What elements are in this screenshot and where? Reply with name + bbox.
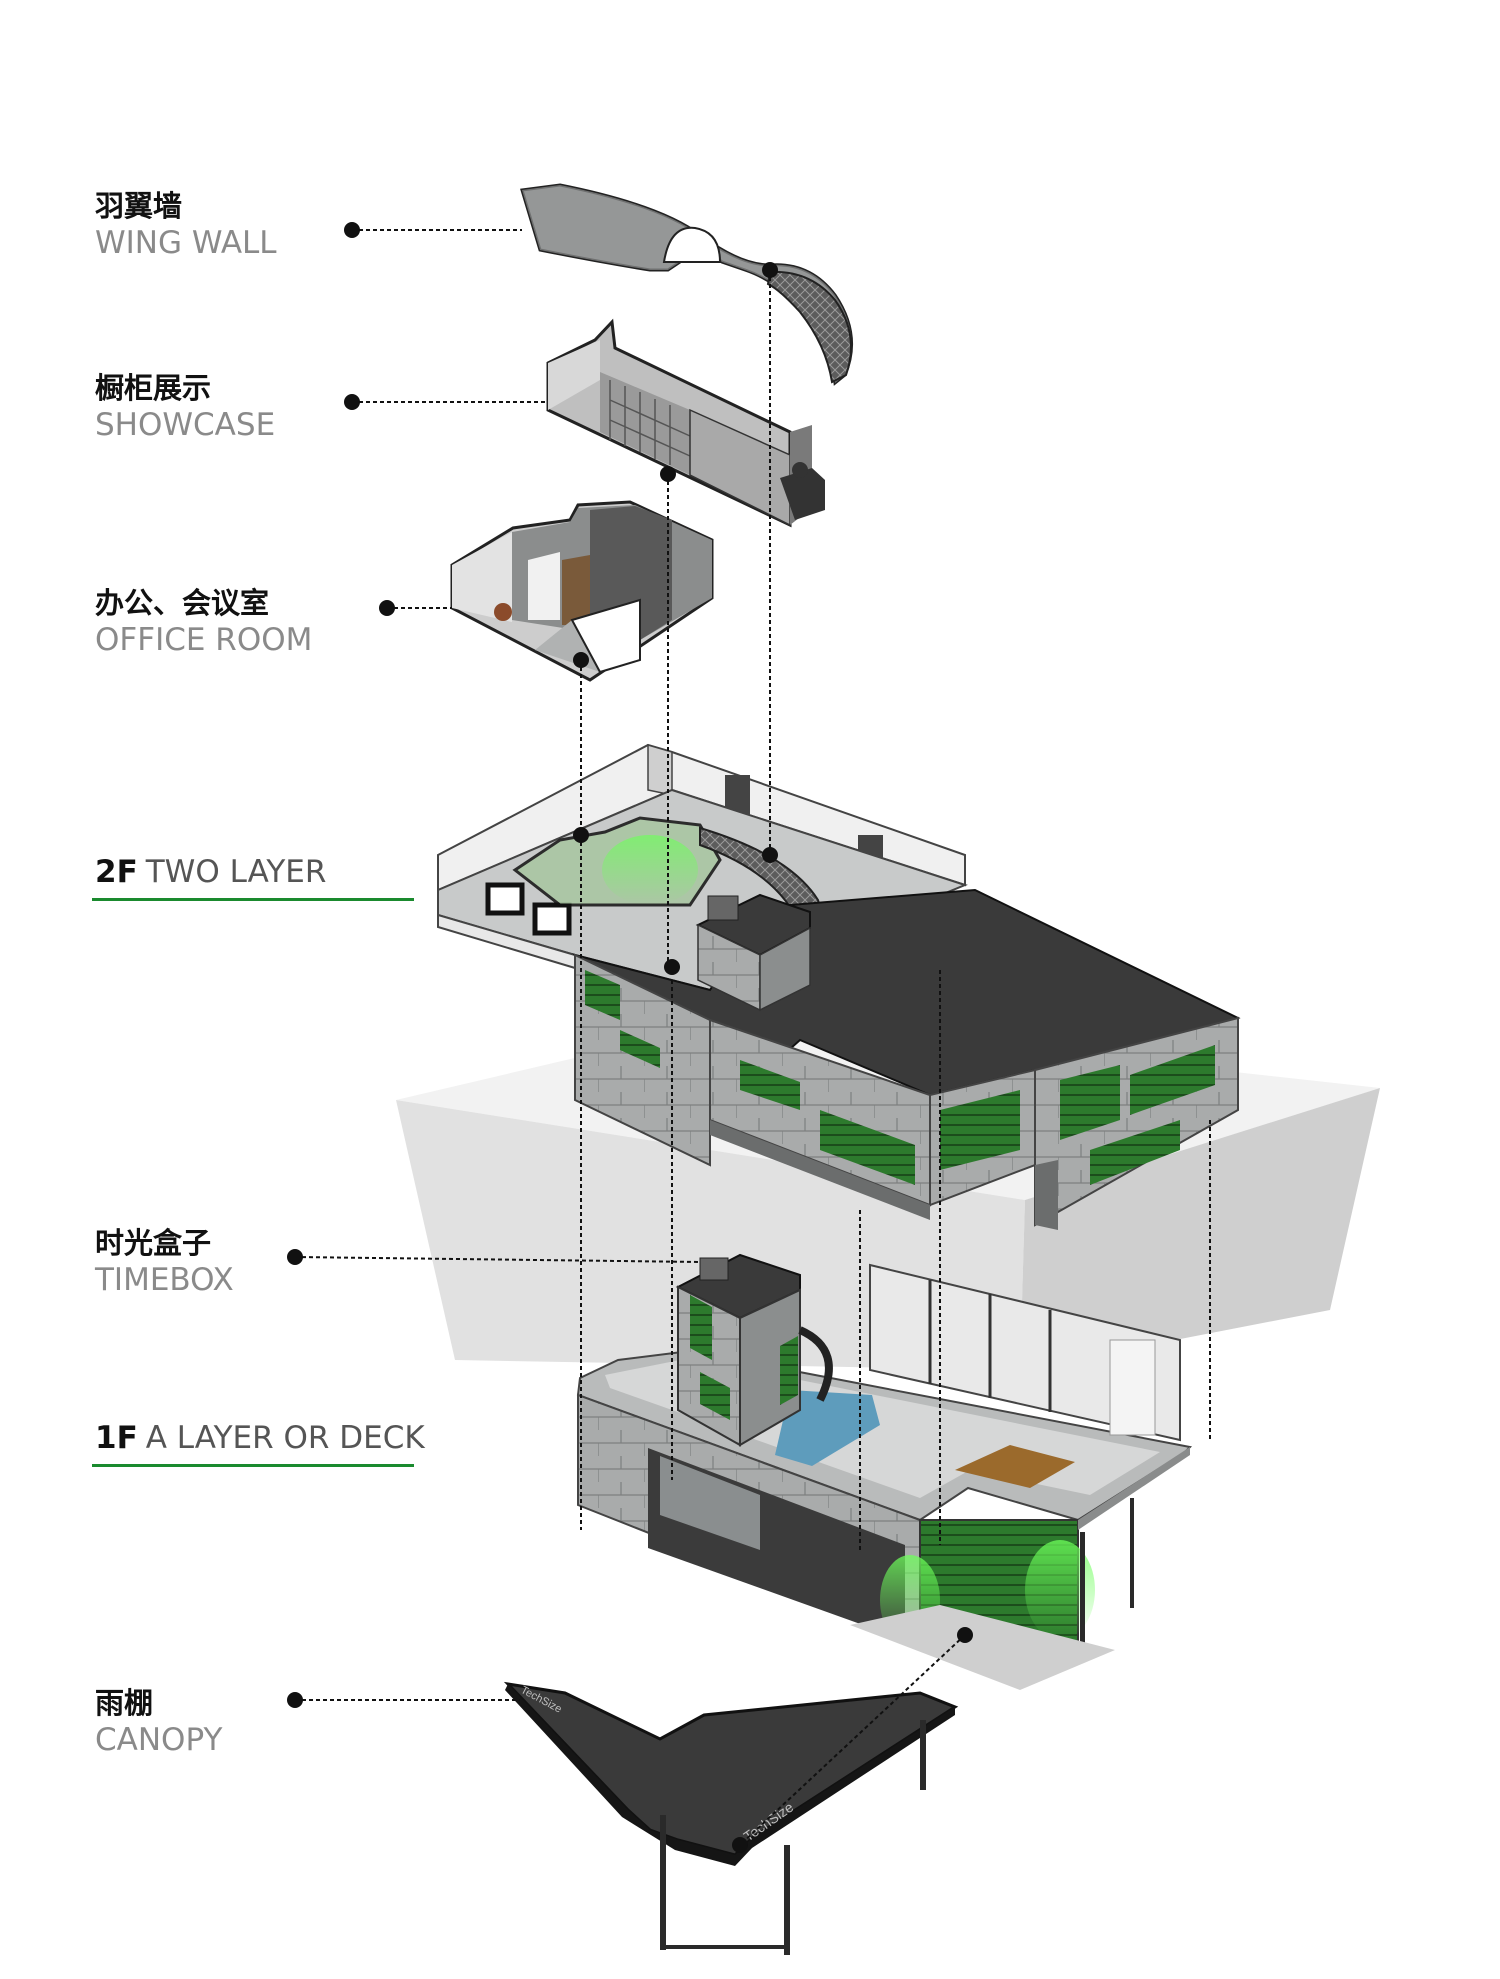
timebox-label-cn: 时光盒子: [95, 1226, 212, 1260]
office-room-label: 办公、会议室 OFFICE ROOM: [95, 585, 312, 659]
timebox-label: 时光盒子 TIMEBOX: [95, 1225, 234, 1299]
showcase-label-en: SHOWCASE: [95, 407, 276, 443]
timebox-label-en: TIMEBOX: [95, 1262, 234, 1298]
showcase-component: [546, 318, 825, 528]
canopy-label: 雨棚 CANOPY: [95, 1685, 222, 1759]
showcase-label-cn: 橱柜展示: [95, 371, 212, 405]
first-floor-underline: [92, 1464, 414, 1467]
timebox-volume: [675, 1253, 833, 1447]
wing-wall-label-cn: 羽翼墙: [95, 189, 183, 223]
leader-dots: [287, 222, 395, 1708]
first-floor-code: 1F: [95, 1420, 138, 1456]
second-floor-name: TWO LAYER: [145, 854, 327, 890]
office-room-label-cn: 办公、会议室: [95, 586, 270, 620]
wing-wall-component: [520, 183, 854, 386]
label-leaders: [294, 229, 701, 1701]
canopy-label-en: CANOPY: [95, 1722, 223, 1758]
second-floor-underline: [92, 898, 414, 901]
office-room-component: [450, 500, 714, 682]
wing-wall-label-en: WING WALL: [95, 225, 277, 261]
alignment-lines: [580, 270, 1211, 1846]
first-floor-component: [576, 1253, 1193, 1690]
second-floor-code: 2F: [95, 854, 138, 890]
second-floor-component: [437, 743, 1241, 1230]
first-floor-name: A LAYER OR DECK: [145, 1420, 425, 1456]
canopy-component: TechSize TechSize: [503, 1681, 959, 1955]
showcase-label: 橱柜展示 SHOWCASE: [95, 370, 275, 444]
canopy-label-cn: 雨棚: [95, 1686, 154, 1720]
alignment-dots: [573, 262, 973, 1853]
wing-wall-label: 羽翼墙 WING WALL: [95, 188, 277, 262]
office-room-label-en: OFFICE ROOM: [95, 622, 313, 658]
